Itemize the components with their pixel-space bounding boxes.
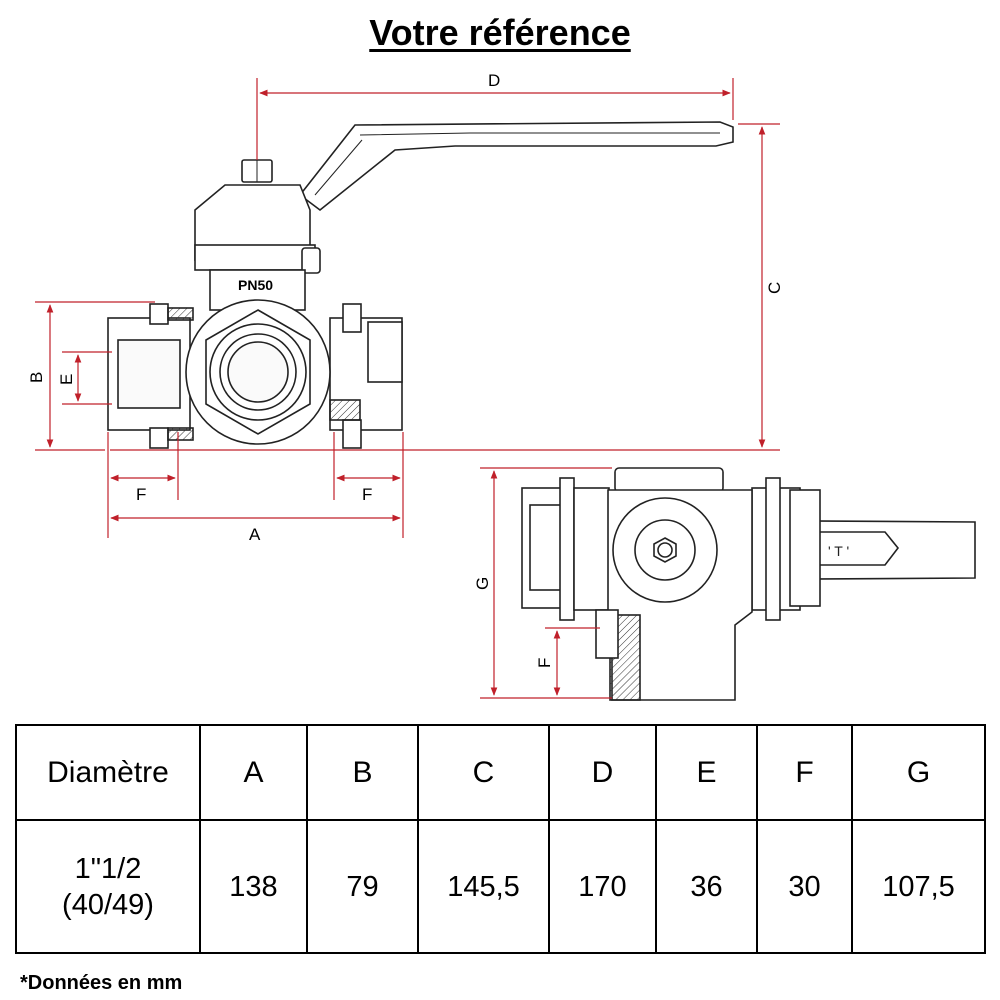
svg-text:' T ': ' T ': [828, 543, 849, 559]
cell-f: 30: [756, 819, 853, 954]
diameter-range: (40/49): [62, 888, 154, 921]
cell-e: 36: [655, 819, 758, 954]
dimensions-table: Diamètre A B C D E F G 1"1/2 (40/49) 138…: [15, 724, 986, 954]
dim-label-a: A: [249, 525, 261, 544]
table-row: 1"1/2 (40/49) 138 79 145,5 170 36 30 107…: [15, 819, 986, 954]
footnote: *Données en mm: [20, 972, 183, 994]
page-title: Votre référence: [369, 12, 631, 53]
top-view: ' T ': [521, 467, 976, 701]
dim-label-d: D: [488, 71, 500, 90]
header-b: B: [306, 724, 419, 821]
header-f: F: [756, 724, 853, 821]
valve-technical-drawing: PN50 D C B E F F A: [27, 71, 976, 701]
dim-label-e: E: [57, 374, 76, 385]
front-dimension-labels: D C B E F F A: [27, 71, 784, 544]
dim-label-g: G: [473, 577, 492, 590]
front-view: PN50: [107, 121, 734, 449]
cell-diametre: 1"1/2 (40/49): [15, 819, 201, 954]
table-header-row: Diamètre A B C D E F G: [15, 724, 986, 821]
dim-label-b: B: [27, 372, 46, 383]
top-dimensions: [480, 467, 612, 699]
dim-label-c: C: [765, 282, 784, 294]
cell-g: 107,5: [851, 819, 986, 954]
pn-marking: PN50: [238, 277, 273, 293]
top-dimension-labels: G F: [473, 577, 554, 668]
cell-a: 138: [199, 819, 308, 954]
dim-label-f-top: F: [535, 658, 554, 668]
diameter-size: 1"1/2: [74, 852, 142, 885]
header-e: E: [655, 724, 758, 821]
header-a: A: [199, 724, 308, 821]
header-diametre: Diamètre: [15, 724, 201, 821]
front-dimensions: [35, 78, 780, 538]
header-c: C: [417, 724, 550, 821]
dim-label-f-left: F: [136, 485, 146, 504]
lever-handle: [298, 121, 734, 212]
cell-c: 145,5: [417, 819, 550, 954]
header-d: D: [548, 724, 657, 821]
dim-label-f-right: F: [362, 485, 372, 504]
cell-d: 170: [548, 819, 657, 954]
header-g: G: [851, 724, 986, 821]
cell-b: 79: [306, 819, 419, 954]
